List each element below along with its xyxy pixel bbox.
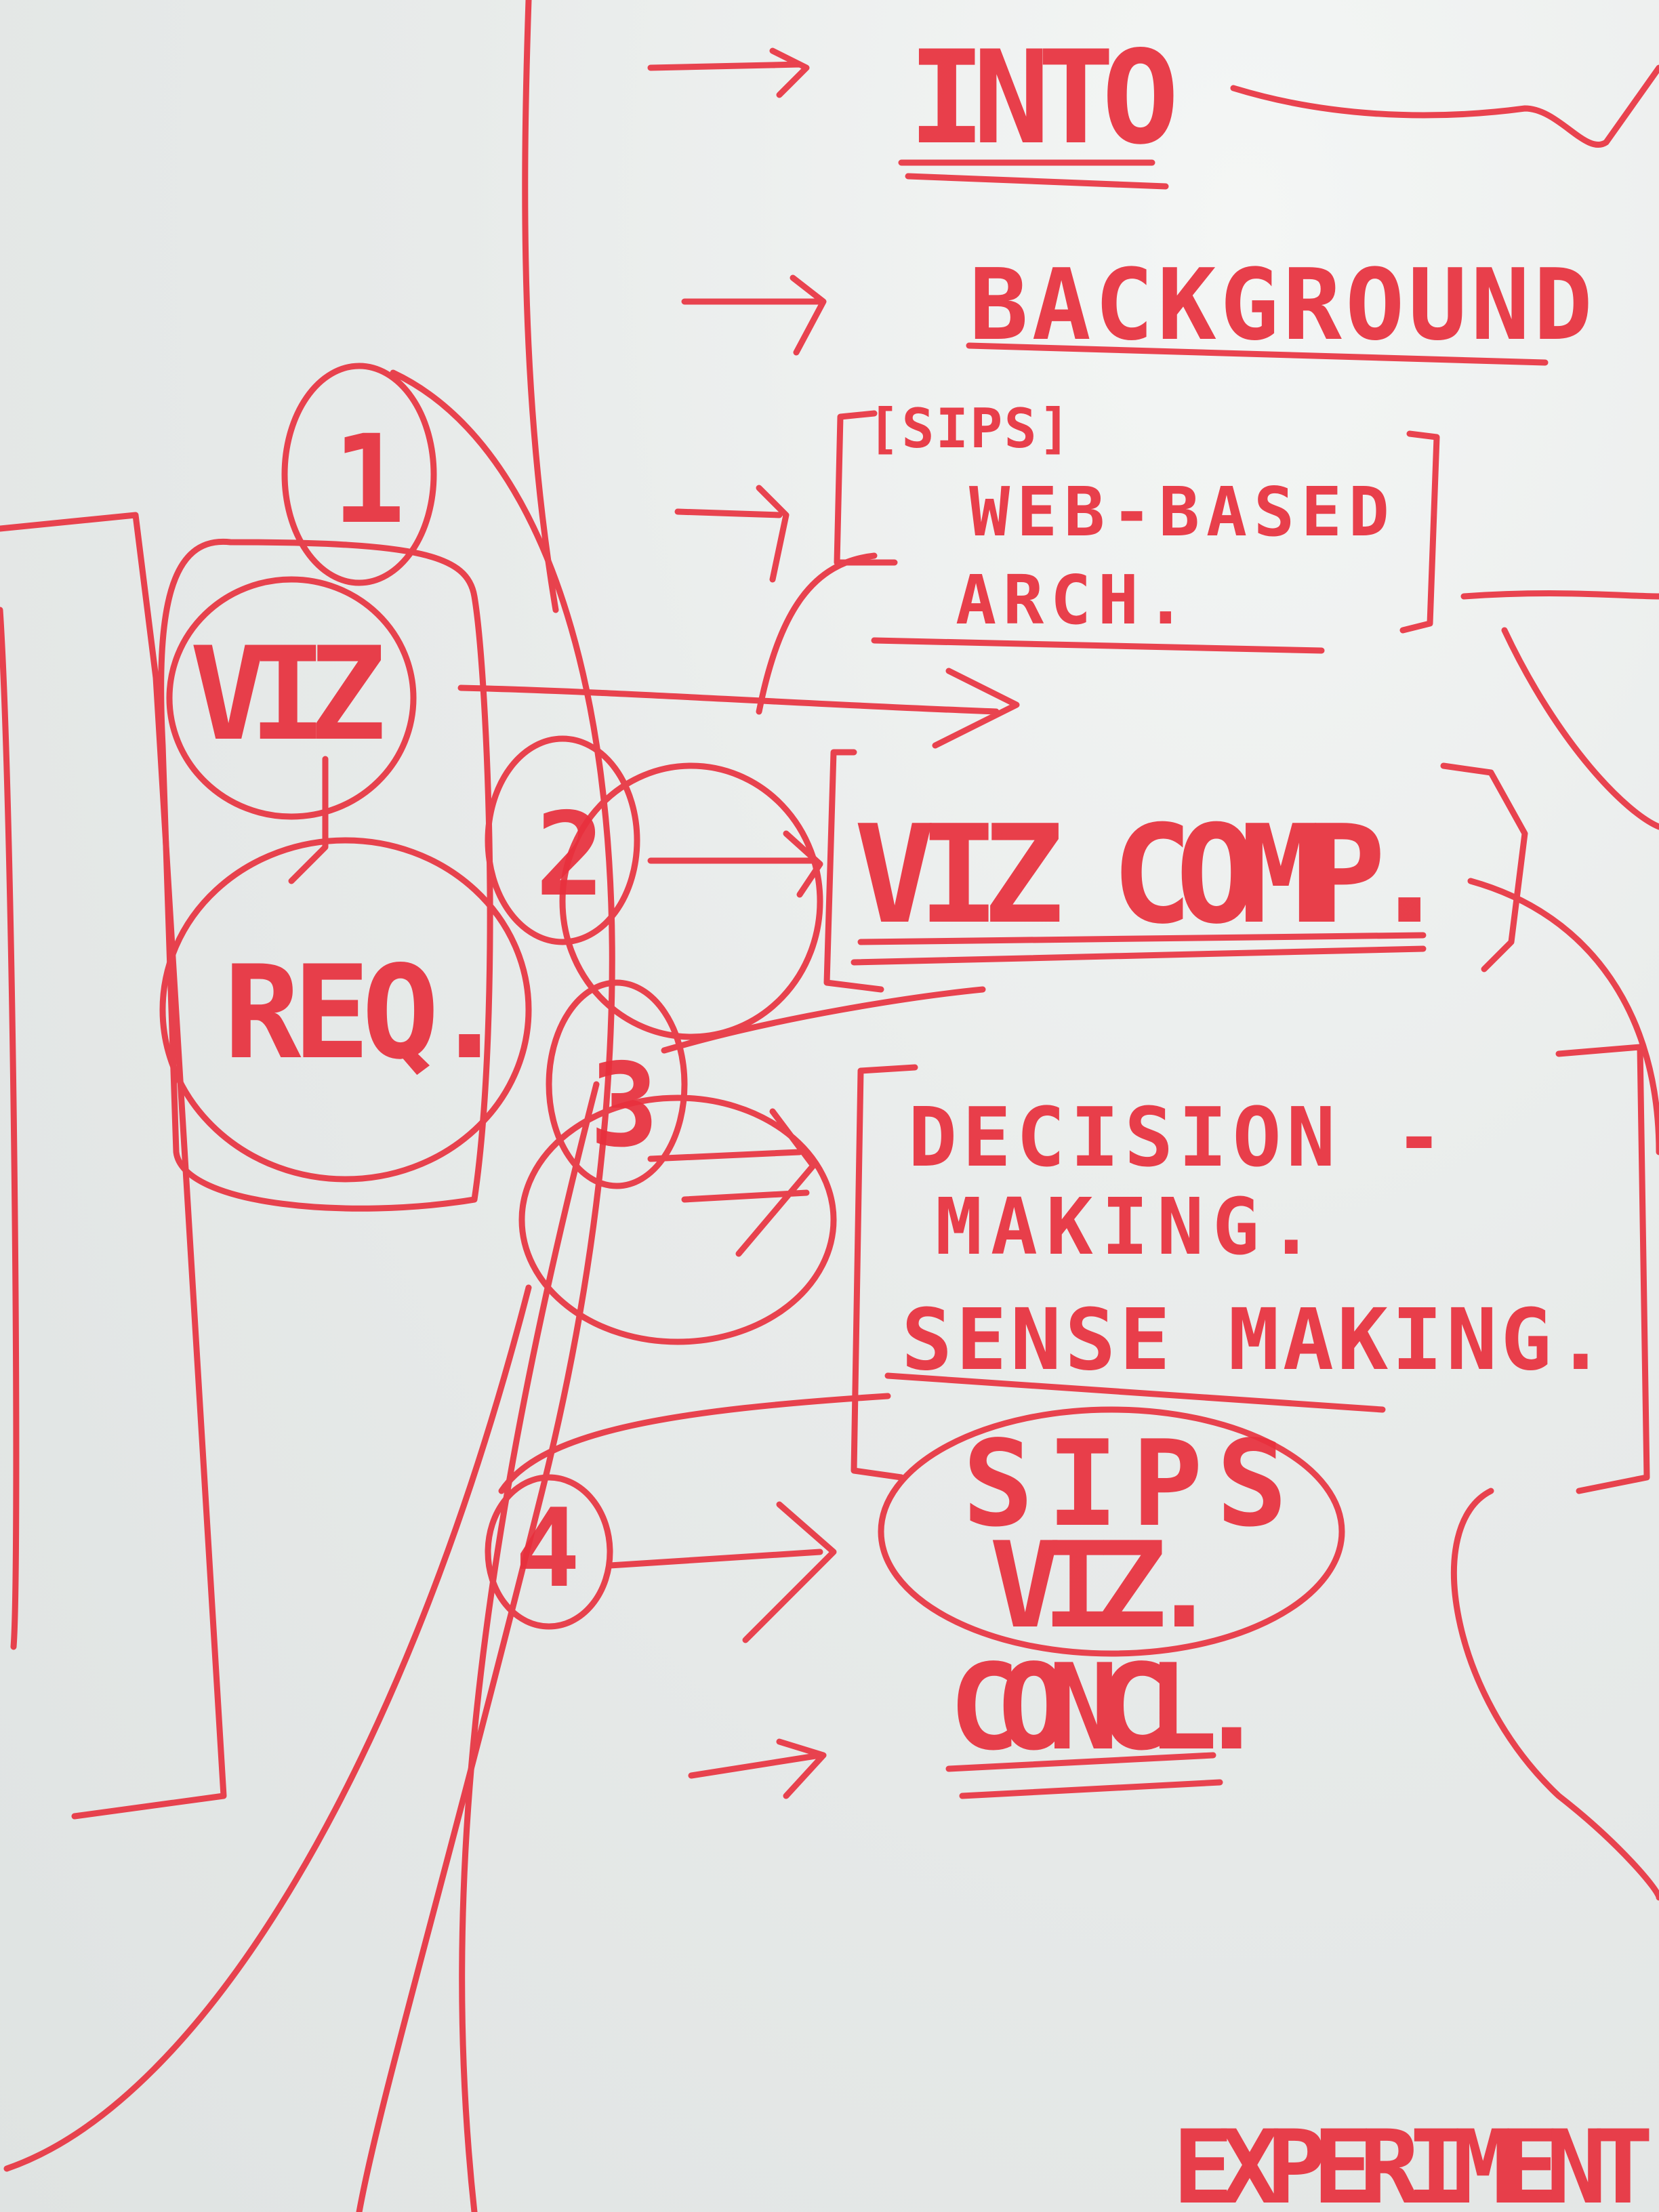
label-arch: ARCH. (956, 560, 1186, 640)
step-3-circle (546, 979, 688, 1189)
arrow-concl (688, 1738, 827, 1799)
left-box (0, 512, 227, 1820)
label-req: REQ. (224, 938, 508, 1088)
decision-bracket-left (851, 1064, 918, 1481)
label-concl: CONCL. (949, 1639, 1267, 1777)
left-edge (0, 607, 20, 1650)
step-2-circle (485, 735, 640, 945)
arch-bracket-right (1399, 430, 1440, 634)
label-step-2: 2 (535, 788, 605, 922)
arrow-intro (647, 47, 810, 98)
label-decision: DECISION - (908, 1091, 1443, 1185)
req-circle (159, 837, 532, 1183)
label-viz-comp: VIZ COMP. (854, 796, 1450, 954)
viz-circle (166, 576, 417, 820)
right-curve-4 (1450, 1488, 1659, 1901)
label-sips-bracket: [SIPS] (867, 397, 1071, 460)
arch-bracket-left (834, 410, 898, 566)
right-curve-2 (1501, 627, 1659, 830)
divider-line (522, 0, 559, 613)
label-viz: VIZ (190, 619, 386, 769)
label-intro: INTO (908, 23, 1179, 173)
step-1-circle (281, 363, 437, 586)
label-background: BACKGROUND (969, 248, 1593, 363)
label-making: MAKING. (935, 1182, 1315, 1273)
step-3-connector (661, 986, 986, 1054)
intro-right-line (1230, 64, 1659, 148)
arch-underline (871, 637, 1325, 654)
arrow-viz-comp (647, 830, 823, 898)
right-curve-1 (1460, 590, 1659, 600)
sips-viz-circle (878, 1406, 1345, 1657)
arrow-sips-viz (607, 1501, 837, 1643)
arrow-decision (647, 1108, 817, 1257)
label-sips-viz-2: VIZ. (989, 1517, 1220, 1655)
viz-comp-bracket-left (823, 749, 884, 993)
arrow-viz-arch (457, 668, 1020, 749)
flow-line-2 (459, 1081, 600, 2212)
arrow-sips (674, 485, 790, 583)
label-step-1: 1 (332, 409, 405, 551)
label-web-based: WEB-BASED (969, 472, 1389, 552)
arrow-background (681, 274, 827, 356)
decision-bracket-right (1555, 1044, 1650, 1494)
sense-underline (884, 1372, 1386, 1413)
concl-underline (945, 1752, 1223, 1799)
right-curve-3 (1467, 878, 1659, 1155)
label-sense-making: SENSE MAKING. (901, 1291, 1606, 1389)
viz-comp-underline (851, 932, 1427, 966)
intro-underline (898, 159, 1169, 190)
viz-comp-bracket-right (1440, 762, 1528, 972)
viz-req-connector (288, 756, 329, 884)
step-4-circle (485, 1474, 613, 1630)
flow-line-1 (356, 369, 615, 2212)
label-experiment: EXPERIMENT (1172, 2109, 1654, 2212)
background-underline (966, 342, 1549, 366)
arrow-to-arch (756, 552, 878, 715)
flow-line-3 (3, 1284, 532, 2172)
label-step-3: 3 (590, 1039, 659, 1173)
step-3-outer (518, 1094, 837, 1345)
step-4-connector (498, 1393, 891, 1494)
step-2-outer (559, 762, 823, 1040)
label-step-4: 4 (515, 1485, 580, 1612)
viz-req-box (158, 538, 493, 1212)
